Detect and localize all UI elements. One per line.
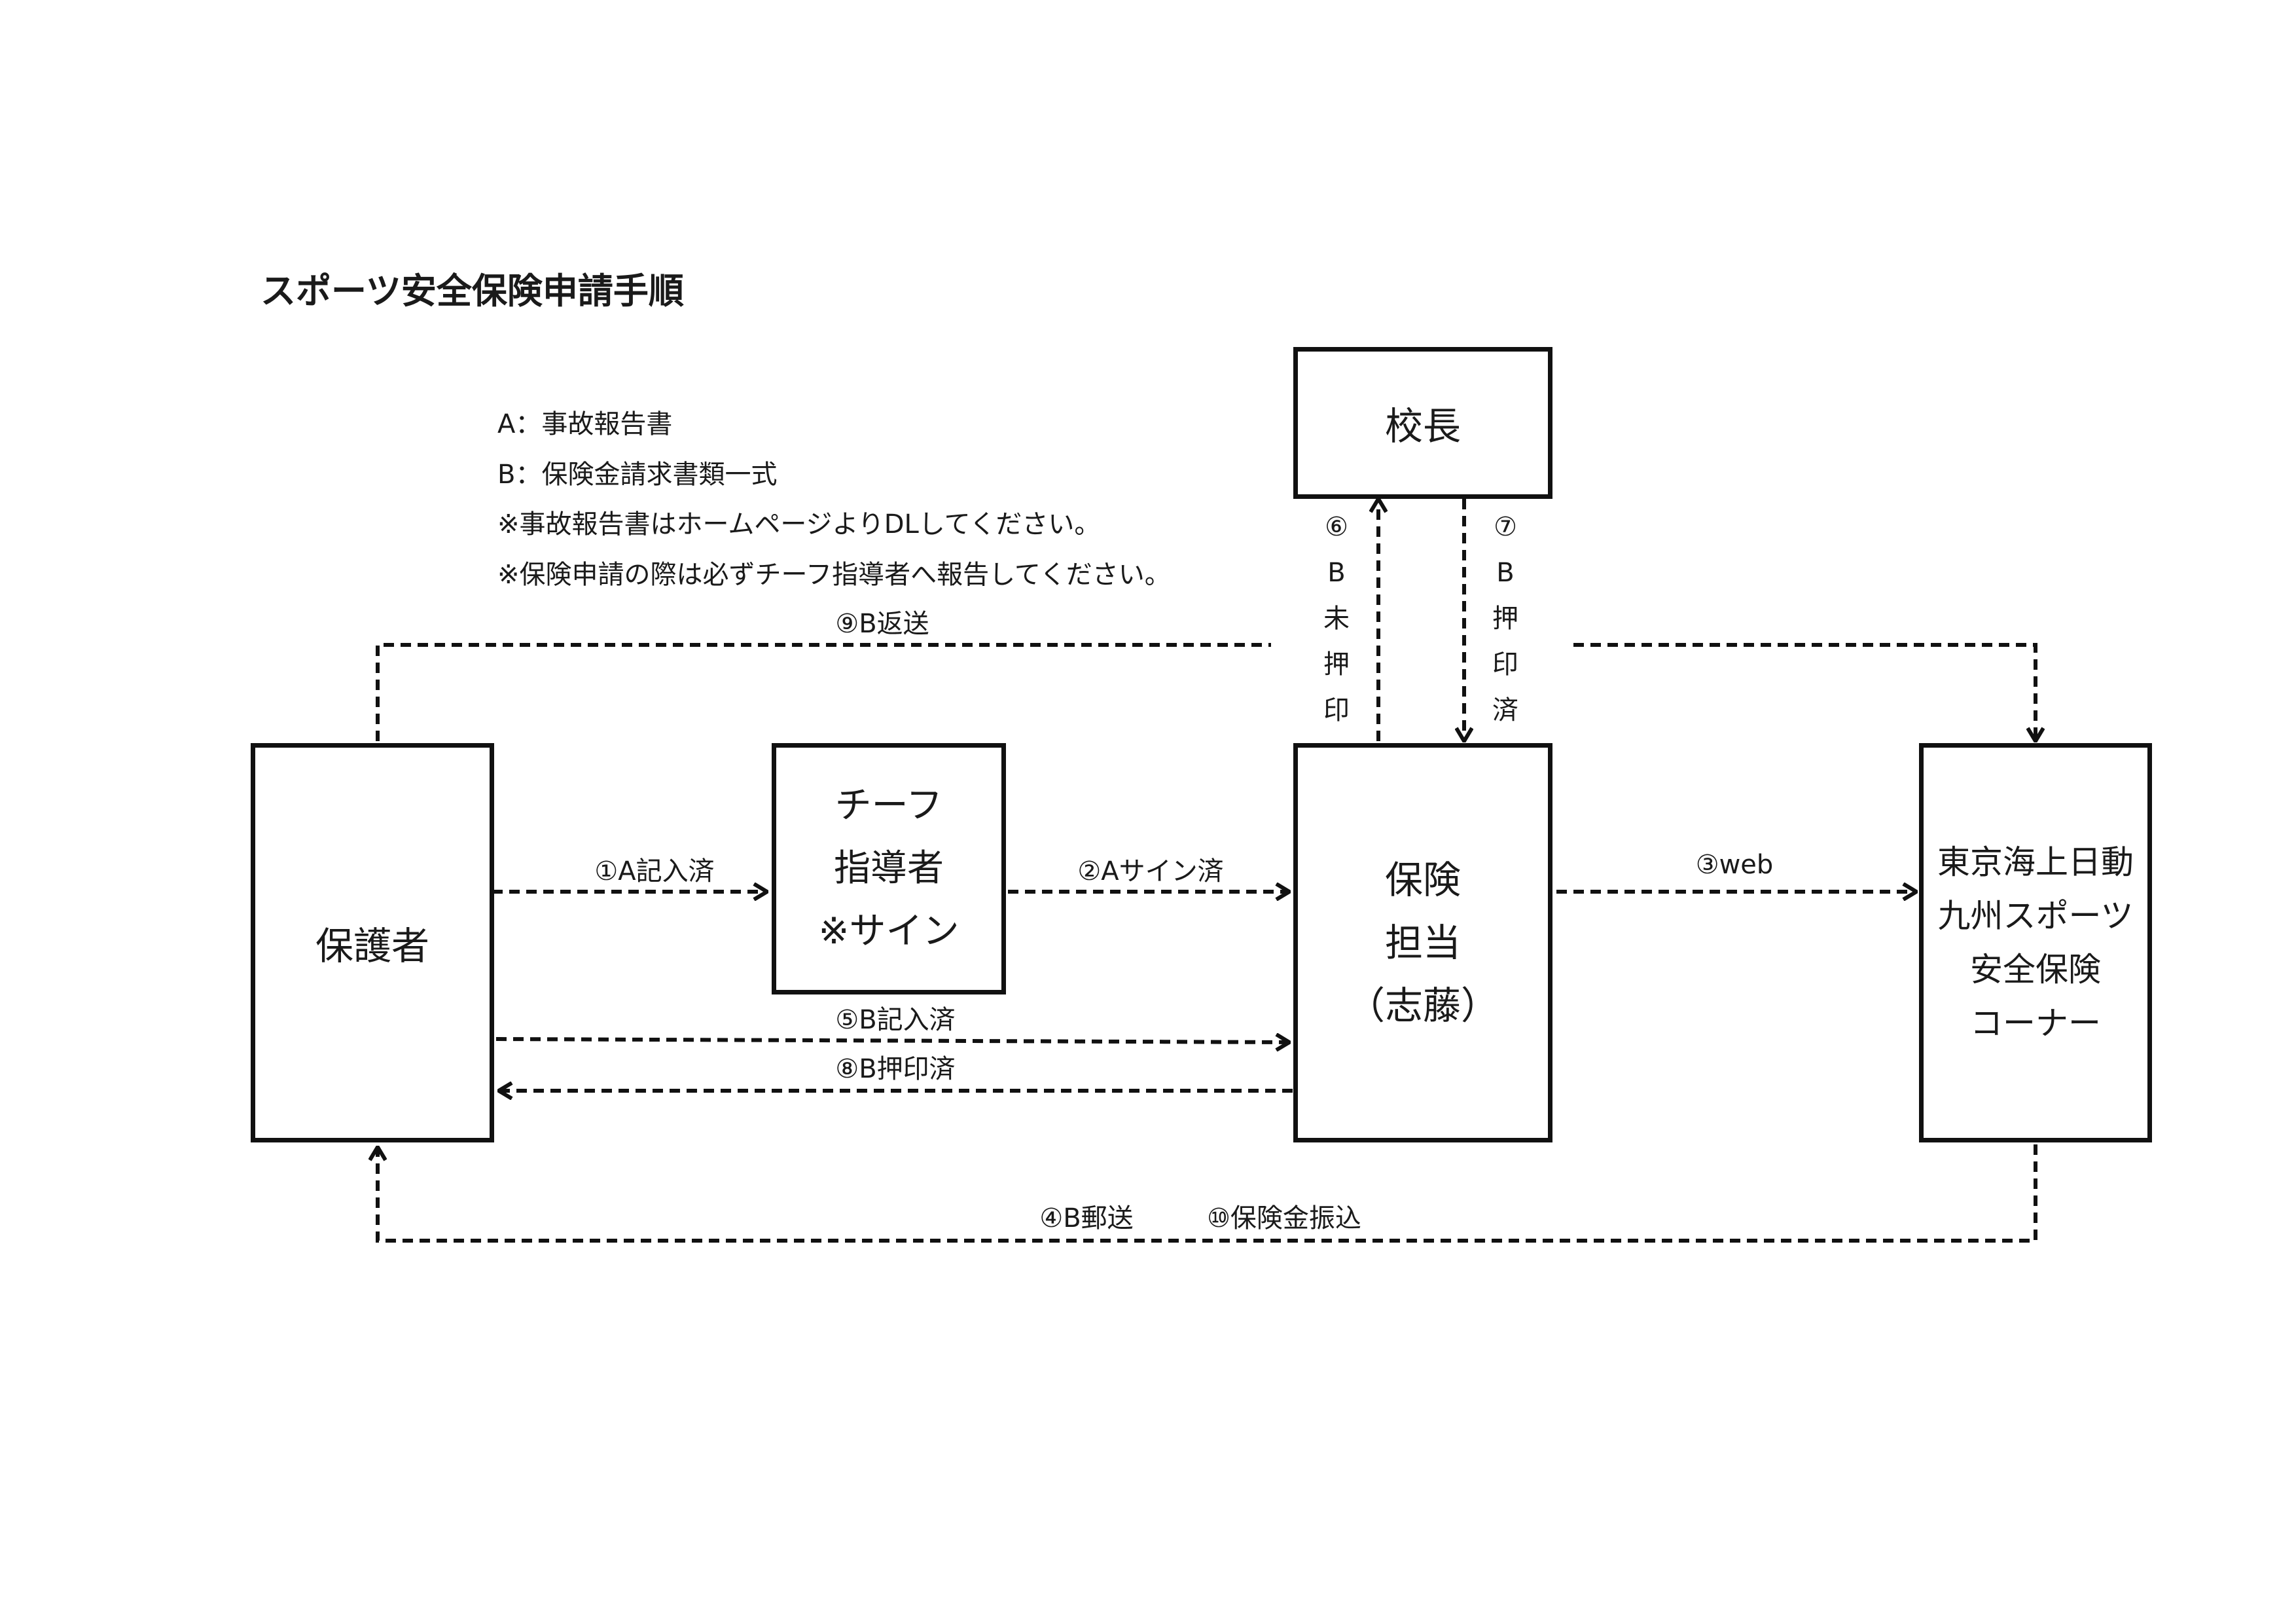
chief-coach-line-3: ※サイン: [818, 910, 960, 953]
step-9-label: ⑨B返送: [835, 609, 929, 639]
step-7-char: ⑦: [1494, 512, 1517, 542]
insurance-officer-line-2: 担当: [1384, 921, 1461, 965]
tokio-marine-box: 東京海上日動 九州スポーツ 安全保険 コーナー: [1919, 743, 2152, 1142]
tokio-marine-line-3: 安全保険: [1970, 951, 2101, 989]
insurance-officer-line-1: 保険: [1384, 858, 1461, 902]
step-10-label: ⑩保険金振込: [1207, 1203, 1361, 1233]
step-1-label: ①A記入済: [594, 856, 715, 886]
step-3-label: ③web: [1695, 850, 1774, 880]
guardian-box: 保護者: [251, 743, 494, 1142]
arrow-step-5: [495, 1039, 1289, 1042]
insurance-officer-box: 保険 担当 （志藤）: [1293, 743, 1552, 1142]
chief-coach-line-1: チーフ: [834, 784, 943, 827]
step-6-char: 印: [1323, 695, 1350, 725]
principal-box: 校長: [1293, 347, 1552, 499]
note-download: ※事故報告書はホームページよりDLしてください。: [497, 509, 1101, 539]
legend-a: A：事故報告書: [497, 409, 673, 439]
step-7-char: B: [1496, 558, 1515, 588]
arrow-step-9-left: [376, 643, 1271, 741]
step-7-char: 印: [1492, 649, 1518, 680]
tokio-marine-line-4: コーナー: [1970, 1004, 2101, 1042]
page-title: スポーツ安全保険申請手順: [260, 270, 684, 312]
step-6-label: ⑥ B 未 押 印: [1317, 504, 1356, 733]
legend-b: B：保険金請求書類一式: [497, 460, 778, 490]
chief-coach-box: チーフ 指導者 ※サイン: [772, 743, 1006, 994]
step-8-label: ⑧B押印済: [835, 1054, 956, 1084]
arrow-step-4-10: [378, 1144, 2037, 1243]
tokio-marine-line-2: 九州スポーツ: [1937, 897, 2134, 935]
insurance-officer-line-3: （志藤）: [1346, 983, 1499, 1028]
step-2-label: ②Aサイン済: [1077, 856, 1224, 886]
step-4-label: ④B郵送: [1039, 1203, 1134, 1233]
tokio-marine-line-1: 東京海上日動: [1937, 843, 2134, 881]
step-7-label: ⑦ B 押 印 済: [1486, 504, 1525, 733]
guardian-label: 保護者: [315, 924, 429, 968]
step-6-char: 未: [1323, 604, 1350, 634]
step-7-char: 押: [1492, 604, 1518, 634]
arrow-step-9-right: [1573, 643, 2036, 741]
note-report: ※保険申請の際は必ずチーフ指導者へ報告してください。: [497, 560, 1171, 590]
chief-coach-line-2: 指導者: [834, 847, 944, 890]
step-5-label: ⑤B記入済: [835, 1005, 956, 1035]
step-6-char: B: [1327, 558, 1346, 588]
principal-label: 校長: [1384, 404, 1461, 448]
step-7-char: 済: [1492, 695, 1518, 725]
step-6-char: ⑥: [1325, 512, 1348, 542]
step-6-char: 押: [1323, 649, 1350, 680]
